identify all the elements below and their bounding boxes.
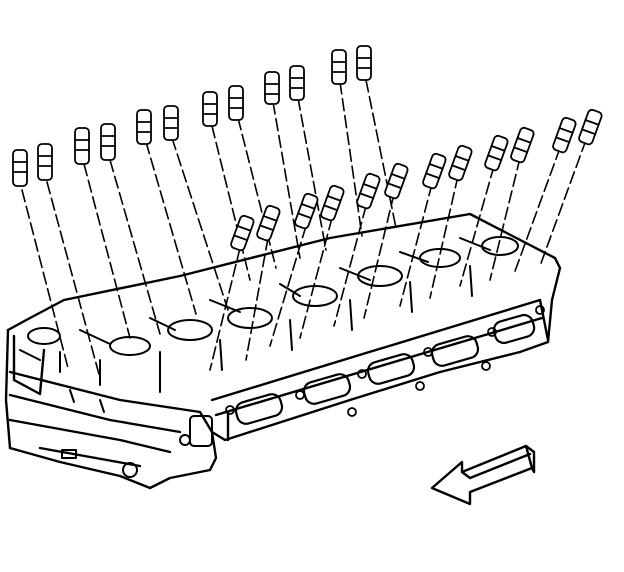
- lifter-15: [294, 192, 319, 230]
- intake-port-3: [366, 353, 416, 385]
- lifter-16: [320, 184, 345, 222]
- lifter-22: [510, 126, 535, 164]
- lifter-10: [289, 65, 305, 101]
- lifter-5: [136, 109, 152, 145]
- intake-port-2: [302, 373, 352, 405]
- intake-port-1: [234, 393, 284, 425]
- intake-port-5: [492, 313, 536, 345]
- lifter-leader-lines: [21, 79, 587, 379]
- head-front-end: [61, 389, 213, 478]
- front-direction-arrow: [430, 444, 536, 506]
- lifter-18: [384, 162, 409, 200]
- lifter-24: [578, 108, 603, 146]
- lifter-21: [484, 134, 509, 172]
- lifter-14: [256, 204, 281, 242]
- intake-ports: [234, 313, 536, 425]
- cylinder-head-body: [4, 212, 562, 490]
- lifter-13: [230, 214, 255, 252]
- lifter-7: [202, 91, 218, 127]
- lifter-3: [74, 127, 90, 165]
- intake-port-4: [430, 335, 480, 367]
- lifter-2: [37, 143, 53, 181]
- lifter-20: [448, 144, 473, 182]
- lifter-11: [331, 49, 347, 85]
- lifter-19: [422, 152, 447, 190]
- intake-bolt-holes: [225, 305, 545, 417]
- lifter-9: [264, 71, 280, 105]
- lifter-4: [100, 123, 116, 161]
- lifter-17: [356, 172, 381, 210]
- lifter-12: [356, 45, 372, 81]
- valve-spring-seats: [19, 236, 519, 393]
- valve-lifters: [12, 45, 603, 252]
- lifter-6: [163, 105, 179, 141]
- lifter-23: [552, 116, 577, 154]
- lifter-8: [228, 85, 244, 121]
- lifter-1: [12, 149, 28, 187]
